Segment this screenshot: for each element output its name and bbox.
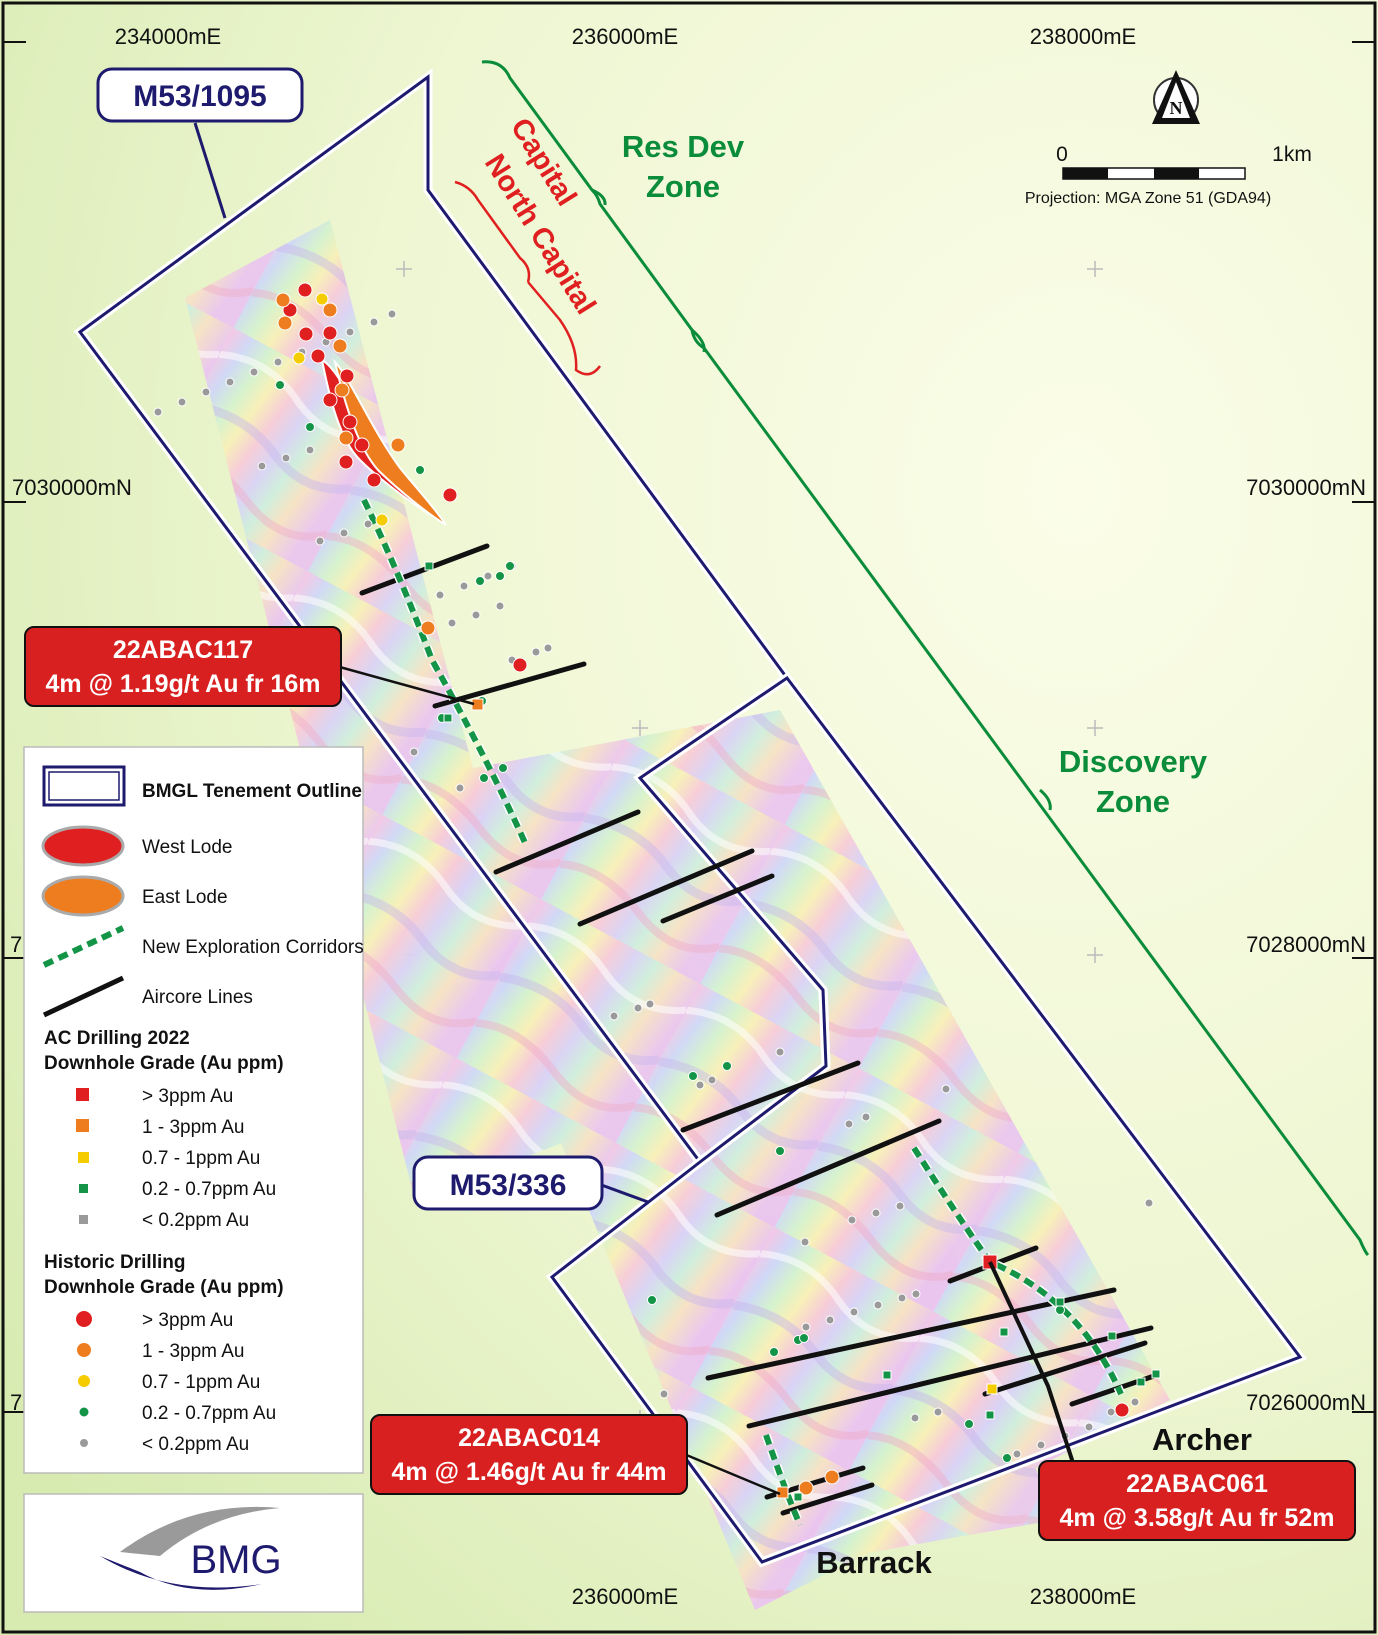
zone-boundary-line bbox=[481, 60, 1370, 1257]
legend-historic-subtitle: Downhole Grade (Au ppm) bbox=[44, 1277, 284, 1298]
place-label-archer: Archer bbox=[1152, 1422, 1252, 1457]
northing-label-left: 7030000mN bbox=[12, 475, 132, 500]
easting-label-bottom: 236000mE bbox=[572, 1584, 678, 1609]
legend-aircore-label: Aircore Lines bbox=[142, 987, 253, 1008]
legend-ac-item: 0.7 - 1ppm Au bbox=[142, 1148, 260, 1169]
svg-text:N: N bbox=[1170, 98, 1183, 118]
easting-label-top: 234000mE bbox=[115, 24, 221, 49]
legend-ac-item: > 3ppm Au bbox=[142, 1086, 233, 1107]
north-arrow-icon: N bbox=[1152, 70, 1200, 124]
legend-ac-item: < 0.2ppm Au bbox=[142, 1210, 249, 1231]
svg-text:4m @ 1.46g/t Au fr 44m: 4m @ 1.46g/t Au fr 44m bbox=[392, 1458, 667, 1486]
scale-max: 1km bbox=[1272, 143, 1312, 166]
callout-leaders bbox=[193, 122, 1077, 1496]
legend-ac-item: 1 - 3ppm Au bbox=[142, 1117, 244, 1138]
svg-text:4m @ 3.58g/t Au fr 52m: 4m @ 3.58g/t Au fr 52m bbox=[1060, 1504, 1335, 1532]
legend-historic-item: 0.2 - 0.7ppm Au bbox=[142, 1403, 276, 1424]
legend-historic-title: Historic Drilling bbox=[44, 1252, 185, 1273]
logo-text: BMG bbox=[190, 1538, 281, 1582]
magnetic-image-archer bbox=[640, 1200, 1055, 1570]
easting-label-top: 236000mE bbox=[572, 24, 678, 49]
northing-label-cut: 7 bbox=[10, 932, 22, 957]
svg-text:22ABAC117: 22ABAC117 bbox=[113, 636, 253, 664]
callout-22abac014: 22ABAC014 4m @ 1.46g/t Au fr 44m bbox=[370, 1414, 688, 1495]
historic-drill-holes bbox=[153, 282, 1154, 1496]
scale-bar: 0 1km Projection: MGA Zone 51 (GDA94) bbox=[1025, 143, 1312, 207]
northing-label-cut: 7 bbox=[10, 1390, 22, 1415]
callout-22abac061: 22ABAC061 4m @ 3.58g/t Au fr 52m bbox=[1038, 1460, 1356, 1541]
tenement-label-south: M53/336 bbox=[412, 1155, 604, 1211]
legend-ac-subtitle: Downhole Grade (Au ppm) bbox=[44, 1053, 284, 1074]
zone-boundary-ticks bbox=[591, 188, 1052, 811]
callout-22abac117: 22ABAC117 4m @ 1.19g/t Au fr 16m bbox=[24, 626, 342, 707]
svg-text:M53/336: M53/336 bbox=[450, 1169, 567, 1202]
bmg-logo: BMG bbox=[23, 1493, 364, 1613]
grid-ticks bbox=[3, 41, 1375, 1413]
svg-text:4m @ 1.19g/t Au fr 16m: 4m @ 1.19g/t Au fr 16m bbox=[46, 670, 321, 698]
northing-label-right: 7030000mN bbox=[1246, 475, 1366, 500]
legend-historic-item: 0.7 - 1ppm Au bbox=[142, 1372, 260, 1393]
projection-note: Projection: MGA Zone 51 (GDA94) bbox=[1025, 190, 1271, 207]
magnetic-image-north bbox=[185, 220, 570, 1200]
easting-label-top: 238000mE bbox=[1030, 24, 1136, 49]
svg-text:22ABAC014: 22ABAC014 bbox=[458, 1424, 600, 1452]
legend-historic-item: < 0.2ppm Au bbox=[142, 1434, 249, 1455]
tenement-outlines bbox=[73, 68, 1308, 1568]
discovery-zone-label-2: Zone bbox=[1096, 784, 1170, 819]
svg-text:M53/1095: M53/1095 bbox=[133, 80, 266, 113]
legend-historic-item: > 3ppm Au bbox=[142, 1310, 233, 1331]
res-dev-zone-label-2: Zone bbox=[646, 169, 720, 204]
legend-east-lode-label: East Lode bbox=[142, 887, 228, 908]
svg-text:22ABAC061: 22ABAC061 bbox=[1126, 1470, 1268, 1498]
legend-ac-item: 0.2 - 0.7ppm Au bbox=[142, 1179, 276, 1200]
legend-historic-item: 1 - 3ppm Au bbox=[142, 1341, 244, 1362]
legend-tenement-label: BMGL Tenement Outline bbox=[142, 781, 362, 802]
easting-label-bottom: 238000mE bbox=[1030, 1584, 1136, 1609]
aircore-lines bbox=[359, 543, 1157, 1516]
legend: BMGL Tenement Outline West Lode East Lod… bbox=[23, 746, 364, 1474]
legend-corridors-label: New Exploration Corridors bbox=[142, 937, 364, 958]
tenement-label-north: M53/1095 bbox=[96, 67, 304, 123]
northing-label-right: 7028000mN bbox=[1246, 932, 1366, 957]
northing-label-right: 7026000mN bbox=[1246, 1390, 1366, 1415]
place-label-barrack: Barrack bbox=[816, 1545, 932, 1580]
legend-west-lode-label: West Lode bbox=[142, 837, 232, 858]
capital-bracket bbox=[454, 180, 602, 376]
legend-ac-title: AC Drilling 2022 bbox=[44, 1028, 190, 1049]
discovery-zone-label: Discovery bbox=[1059, 744, 1208, 779]
scale-zero: 0 bbox=[1056, 143, 1068, 166]
res-dev-zone-label: Res Dev bbox=[622, 129, 745, 164]
